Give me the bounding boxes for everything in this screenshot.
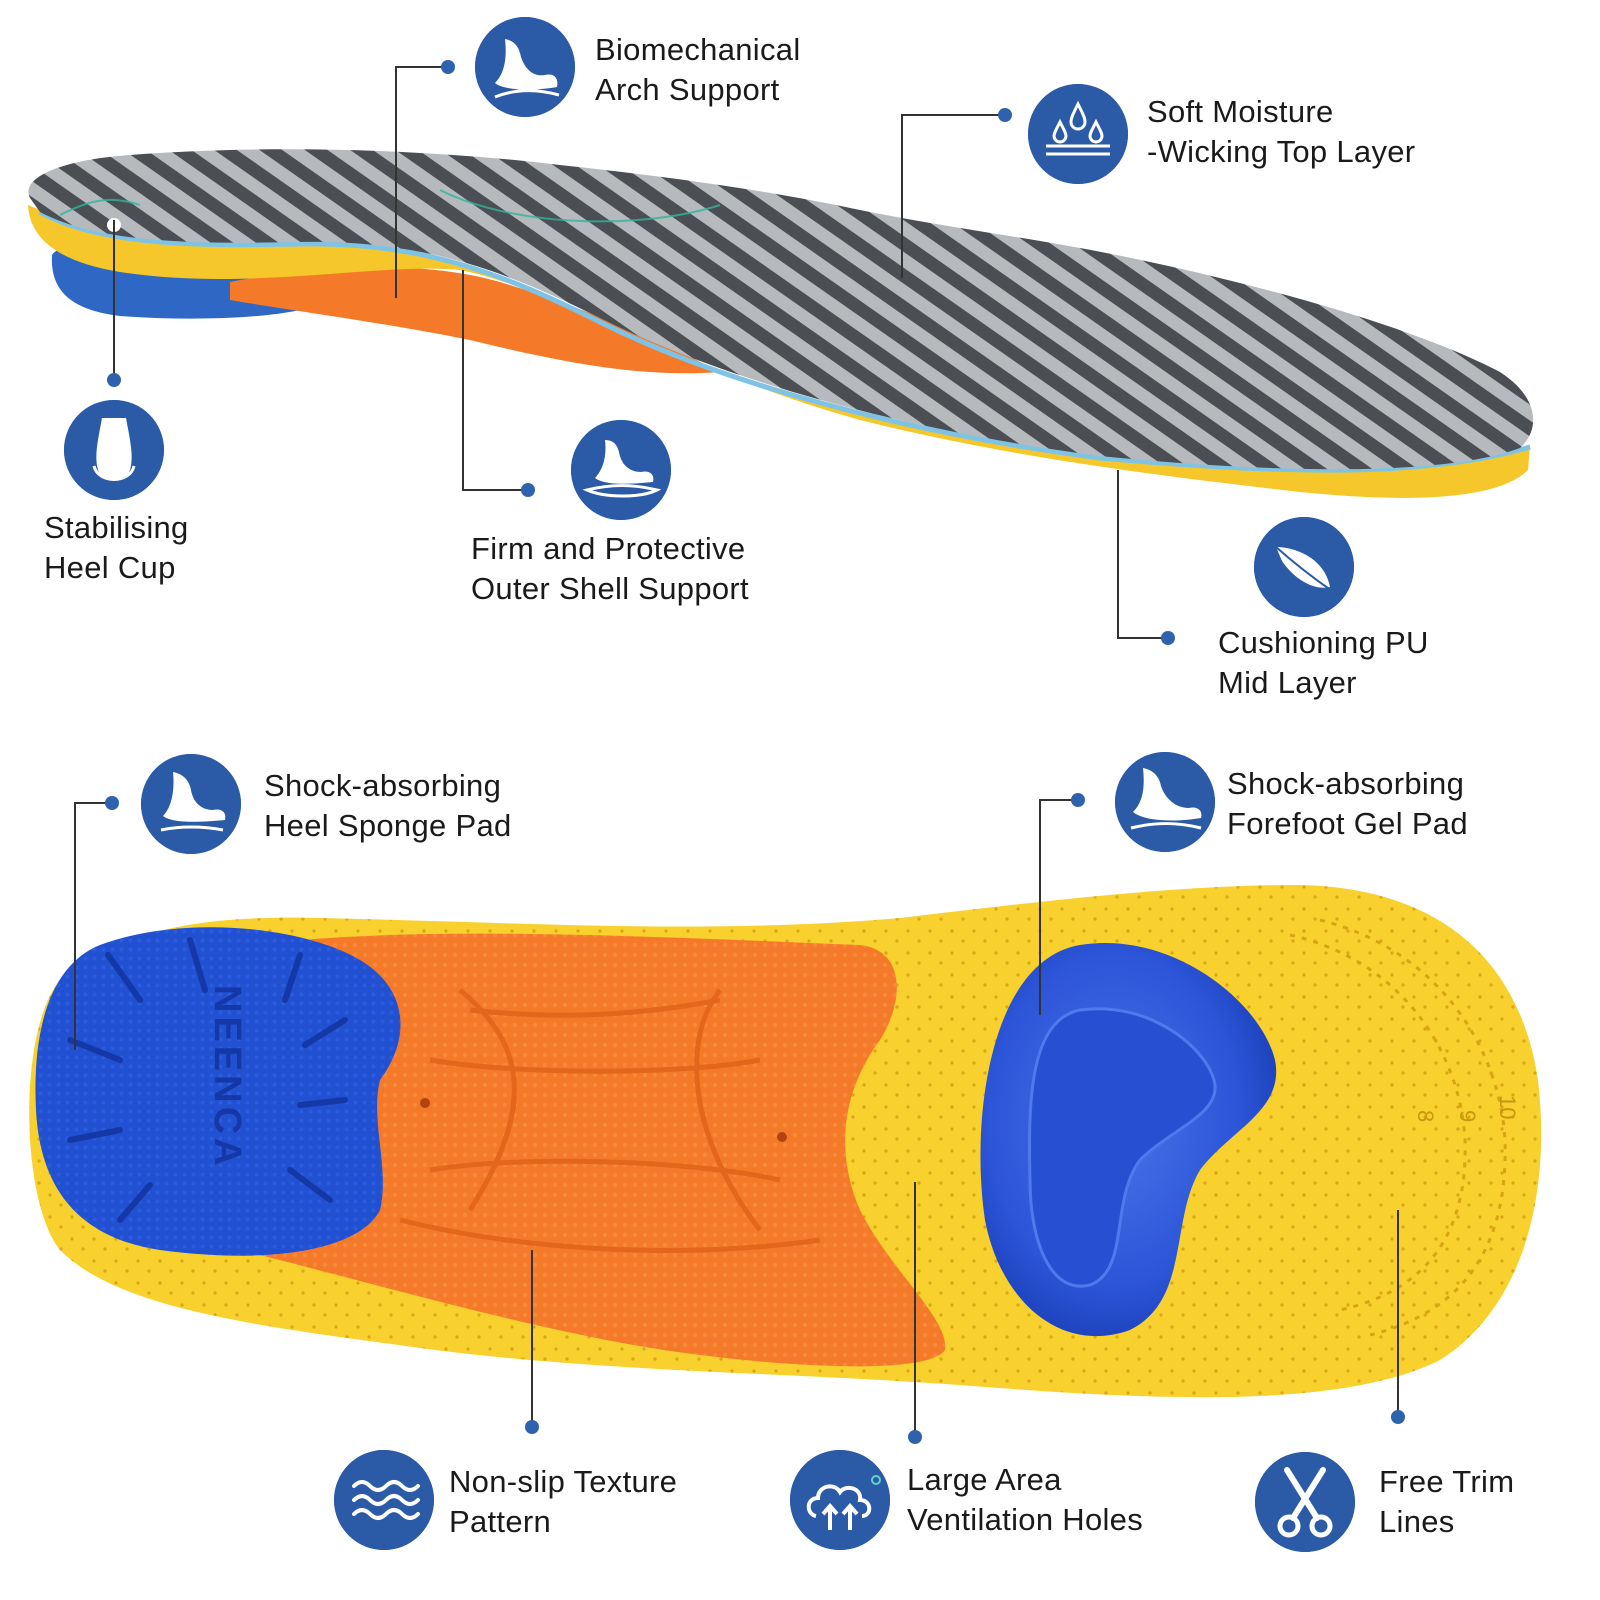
label-line: Non-slip Texture: [449, 1464, 678, 1499]
label-line: Heel Sponge Pad: [264, 808, 512, 843]
label-line: Cushioning PU: [1218, 625, 1429, 660]
label-heel-cup: Stabilising Heel Cup: [44, 508, 189, 588]
scissors-icon: [1255, 1452, 1355, 1552]
label-ventilation: Large Area Ventilation Holes: [907, 1460, 1143, 1540]
bottom-insole: NEENCA 8 9 10: [29, 885, 1542, 1398]
label-line: Shock-absorbing: [264, 768, 502, 803]
label-line: Biomechanical: [595, 32, 801, 67]
trim-size-9: 9: [1455, 1110, 1480, 1122]
arch-foot-icon: [475, 17, 575, 117]
label-forefoot-pad: Shock-absorbing Forefoot Gel Pad: [1227, 764, 1468, 844]
forefoot-icon: [1115, 752, 1215, 852]
ventilation-icon: [790, 1450, 890, 1550]
heel-cup-icon: [64, 400, 164, 500]
top-insole: [28, 149, 1534, 498]
moisture-wicking-top-layer: [28, 149, 1534, 470]
label-line: Free Trim: [1379, 1464, 1515, 1499]
waves-icon: [334, 1450, 434, 1550]
label-line: Large Area: [907, 1462, 1062, 1497]
callout-dots: [105, 60, 1405, 1444]
label-texture: Non-slip Texture Pattern: [449, 1462, 677, 1542]
label-line: Pattern: [449, 1504, 552, 1539]
outer-shell-underside: [240, 933, 946, 1367]
label-arch-support: Biomechanical Arch Support: [595, 30, 801, 110]
label-line: Stabilising: [44, 510, 189, 545]
label-line: Ventilation Holes: [907, 1502, 1144, 1537]
foot-shell-icon: [571, 420, 671, 520]
trim-size-10: 10: [1495, 1095, 1520, 1119]
label-line: Heel Cup: [44, 550, 176, 585]
label-line: Soft Moisture: [1147, 94, 1334, 129]
label-moisture-layer: Soft Moisture -Wicking Top Layer: [1147, 92, 1415, 172]
brand-logo: NEENCA: [206, 985, 248, 1169]
label-line: Outer Shell Support: [471, 571, 749, 606]
label-line: Forefoot Gel Pad: [1227, 806, 1468, 841]
callout-lines: [74, 66, 1399, 1437]
label-line: Mid Layer: [1218, 665, 1357, 700]
water-drops-icon: [1028, 84, 1128, 184]
heel-foot-icon: [141, 754, 241, 854]
outer-shell: [230, 267, 720, 374]
label-line: -Wicking Top Layer: [1147, 134, 1416, 169]
label-line: Arch Support: [595, 72, 780, 107]
trim-size-8: 8: [1413, 1110, 1438, 1122]
label-line: Shock-absorbing: [1227, 766, 1465, 801]
label-pu-layer: Cushioning PU Mid Layer: [1218, 623, 1429, 703]
feather-icon: [1254, 517, 1354, 617]
label-heel-pad: Shock-absorbing Heel Sponge Pad: [264, 766, 512, 846]
heel-sponge-pad: [35, 927, 401, 1256]
label-line: Firm and Protective: [471, 531, 746, 566]
label-outer-shell: Firm and Protective Outer Shell Support: [471, 529, 749, 609]
label-line: Lines: [1379, 1504, 1455, 1539]
label-trim: Free Trim Lines: [1379, 1462, 1514, 1542]
